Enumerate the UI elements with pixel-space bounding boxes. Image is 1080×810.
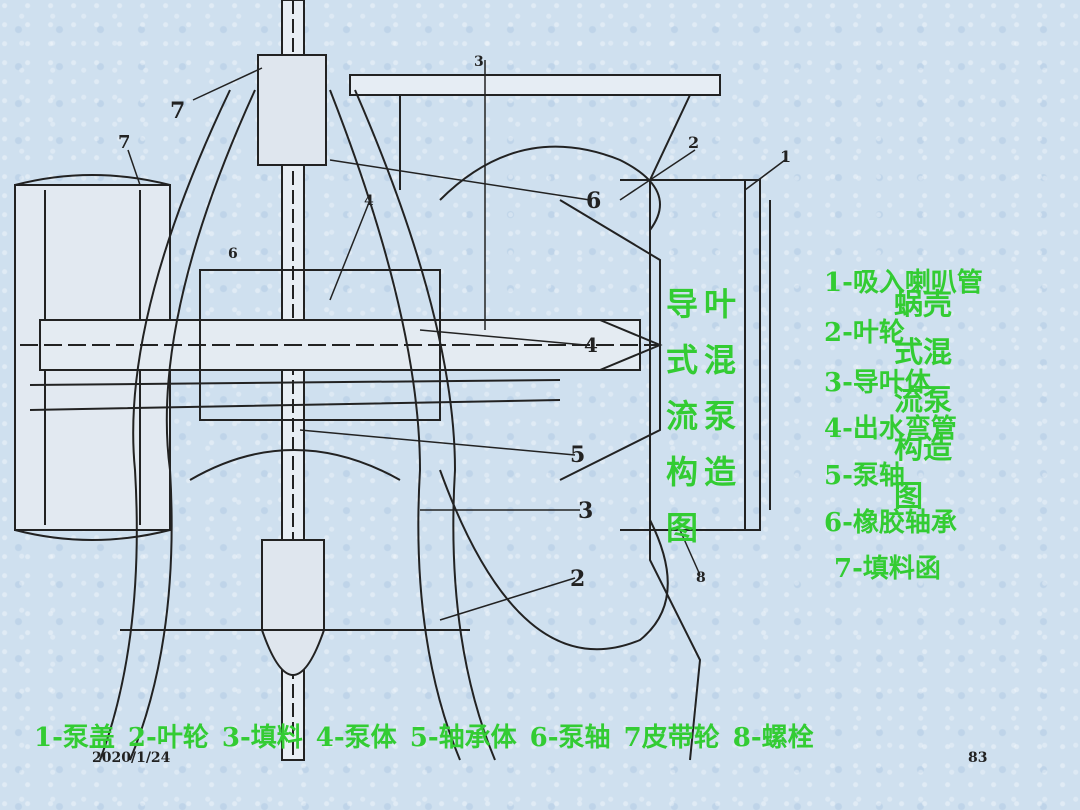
legend-item-2: 2-叶轮 <box>824 318 905 348</box>
horizontal-shaft <box>20 269 663 421</box>
footer-date: 2020/1/24 <box>92 750 171 766</box>
label-4-upper: 4 <box>364 193 374 209</box>
title-volute-mixed-flow-pump: 蜗壳式混流泵构造图 <box>894 287 953 513</box>
bell-casing <box>29 89 561 761</box>
label-7-pulley: 7 <box>118 132 131 153</box>
label-3-lower: 3 <box>578 498 593 524</box>
legend-item-1: 1-吸入喇叭管 <box>824 268 983 298</box>
vertical-shaft <box>257 0 327 761</box>
title-guide-vane-mixed-flow-pump: 导叶式混流泵构造图 <box>666 285 743 547</box>
label-7-top: 7 <box>170 98 185 124</box>
legend-item-6: 6-橡胶轴承 <box>824 508 957 538</box>
leader-lines <box>127 60 786 621</box>
label-2-top: 2 <box>688 133 699 152</box>
label-2-lower: 2 <box>570 566 585 592</box>
volute-casing <box>349 74 771 761</box>
label-4-right: 4 <box>584 333 598 357</box>
footer-page-number: 83 <box>968 750 988 766</box>
label-1: 1 <box>780 147 791 166</box>
part-number-labels: 7 7 3 2 1 6 4 6 4 5 3 2 8 <box>118 54 791 592</box>
label-3-top: 3 <box>474 54 484 70</box>
legend-item-7: 7-填料函 <box>834 554 941 584</box>
legend-item-4: 4-出水弯管 <box>824 414 957 444</box>
label-5: 5 <box>570 442 585 468</box>
legend-item-3: 3-导叶体 <box>824 368 931 398</box>
label-6-large: 6 <box>586 188 601 214</box>
label-6-small: 6 <box>228 246 238 262</box>
bottom-caption: 1-泵盖 2-叶轮 3-填料 4-泵体 5-轴承体 6-泵轴 7皮带轮 8-螺栓 <box>34 723 814 753</box>
legend-item-5: 5-泵轴 <box>824 461 905 491</box>
label-8: 8 <box>696 570 706 586</box>
